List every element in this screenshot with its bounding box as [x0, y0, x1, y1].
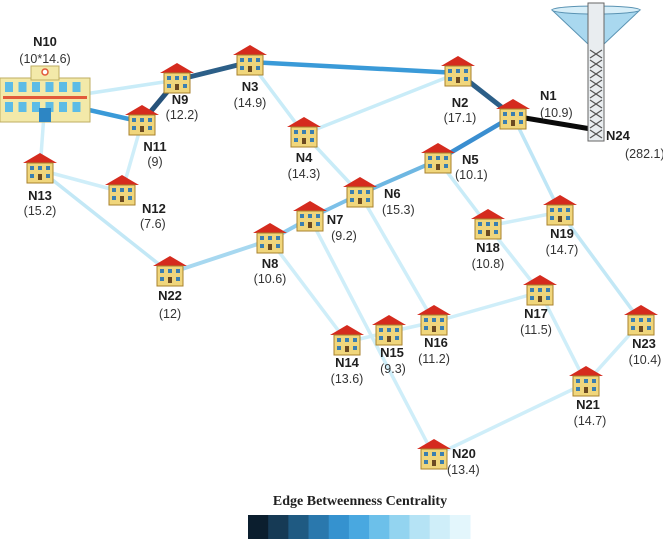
- node-n1-id: N1: [540, 88, 557, 103]
- node-n3-house: [232, 44, 268, 76]
- node-n9-id: N9: [172, 92, 189, 107]
- node-n24-tower: [550, 2, 642, 142]
- node-n20-value: (13.4): [447, 463, 480, 477]
- node-n20-id: N20: [452, 446, 476, 461]
- edge-n17-n16: [432, 290, 542, 324]
- edge-n6-n16: [358, 192, 436, 324]
- node-n16-id: N16: [424, 335, 448, 350]
- node-n19-id: N19: [550, 226, 574, 241]
- legend-swatch: [429, 515, 451, 539]
- node-n12-id: N12: [142, 201, 166, 216]
- node-n7-id: N7: [327, 212, 344, 227]
- nodes-layer: [0, 2, 659, 470]
- node-n1-value: (10.9): [540, 106, 573, 120]
- node-n17-id: N17: [524, 306, 548, 321]
- node-n12-value: (7.6): [140, 217, 166, 231]
- node-n12-house: [104, 174, 140, 206]
- node-n15-house: [371, 314, 407, 346]
- node-n5-id: N5: [462, 152, 479, 167]
- node-n9-value: (12.2): [166, 108, 199, 122]
- node-n13-value: (15.2): [24, 204, 57, 218]
- node-n24-value: (282.1): [625, 147, 663, 161]
- labels-layer: N1 (10.9) N2(17.1) N3 (14.9) N4 (14.3) N5(10.1)…: [19, 34, 663, 477]
- node-n20-house: [416, 438, 452, 470]
- node-n14-value: (13.6): [331, 372, 364, 386]
- node-n23-value: (10.4): [629, 353, 662, 367]
- edge-n8-n22: [168, 238, 272, 275]
- edge-n1-n19: [511, 114, 562, 214]
- edge-n13-n12: [38, 168, 124, 194]
- legend: Edge Betweenness Centrality: [248, 494, 471, 539]
- edge-n13-n22: [38, 168, 172, 275]
- node-n19-house: [542, 194, 578, 226]
- legend-swatch: [389, 515, 410, 539]
- edge-n17-n21: [538, 290, 588, 385]
- node-n2-house: [440, 55, 476, 87]
- node-n14-id: N14: [335, 355, 360, 370]
- legend-title: Edge Betweenness Centrality: [273, 494, 447, 509]
- node-n22-value: (12): [159, 307, 181, 321]
- node-n8-id: N8: [262, 256, 279, 271]
- node-n16-house: [416, 304, 452, 336]
- node-n8-house: [252, 222, 288, 254]
- node-n13-house: [22, 152, 58, 184]
- node-n18-house: [470, 208, 506, 240]
- node-n4-house: [286, 116, 322, 148]
- node-n21-id: N21: [576, 397, 600, 412]
- node-n13-id: N13: [28, 188, 52, 203]
- node-n6-value: (15.3): [382, 203, 415, 217]
- legend-swatch: [409, 515, 431, 539]
- node-n23-house: [623, 304, 659, 336]
- node-n21-value: (14.7): [574, 414, 607, 428]
- node-n11-id: N11: [143, 139, 166, 154]
- edge-n21-n20: [432, 381, 588, 458]
- node-n24-id: N24: [606, 128, 631, 143]
- node-n4-value: (14.3): [288, 167, 321, 181]
- node-n11-value: (9): [147, 155, 162, 169]
- node-n18-value: (10.8): [472, 257, 505, 271]
- node-n4-id: N4: [296, 150, 313, 165]
- legend-swatch: [449, 515, 471, 539]
- node-n17-value: (11.5): [520, 323, 552, 337]
- edge-n2-n3: [247, 59, 461, 76]
- node-n19-value: (14.7): [546, 243, 579, 257]
- legend-swatch: [268, 515, 289, 539]
- edge-n24-n1: [510, 113, 600, 133]
- node-n9-house: [159, 62, 195, 94]
- legend-colorbar: [248, 515, 471, 539]
- node-n18-id: N18: [476, 240, 500, 255]
- legend-swatch: [308, 515, 330, 539]
- legend-swatch: [248, 515, 269, 539]
- legend-swatch: [288, 515, 310, 539]
- edge-n19-n23: [558, 210, 643, 324]
- node-n3-id: N3: [242, 79, 259, 94]
- node-n7-house: [292, 200, 328, 232]
- legend-swatch: [348, 515, 370, 539]
- node-n8-value: (10.6): [254, 272, 287, 286]
- node-n22-id: N22: [158, 288, 182, 303]
- node-n23-id: N23: [632, 336, 656, 351]
- edge-n8-n14: [268, 238, 349, 344]
- node-n10-id: N10: [33, 34, 57, 49]
- node-n2-value: (17.1): [444, 111, 477, 125]
- node-n10-value: (10*14.6): [19, 52, 70, 66]
- node-n5-house: [420, 142, 456, 174]
- node-n15-value: (9.3): [380, 362, 406, 376]
- node-n22-house: [152, 255, 188, 287]
- node-n3-value: (14.9): [234, 96, 267, 110]
- node-n10-hospital: [0, 65, 91, 123]
- legend-swatch: [328, 515, 350, 539]
- node-n14-house: [329, 324, 365, 356]
- node-n2-id: N2: [452, 95, 469, 110]
- node-n16-value: (11.2): [418, 352, 450, 366]
- node-n5-value: (10.1): [455, 168, 488, 182]
- legend-swatch: [369, 515, 390, 539]
- node-n1-house: [495, 98, 531, 130]
- node-n15-id: N15: [380, 345, 404, 360]
- node-n6-id: N6: [384, 186, 401, 201]
- node-n7-value: (9.2): [331, 229, 357, 243]
- edge-n4-n2: [302, 71, 460, 136]
